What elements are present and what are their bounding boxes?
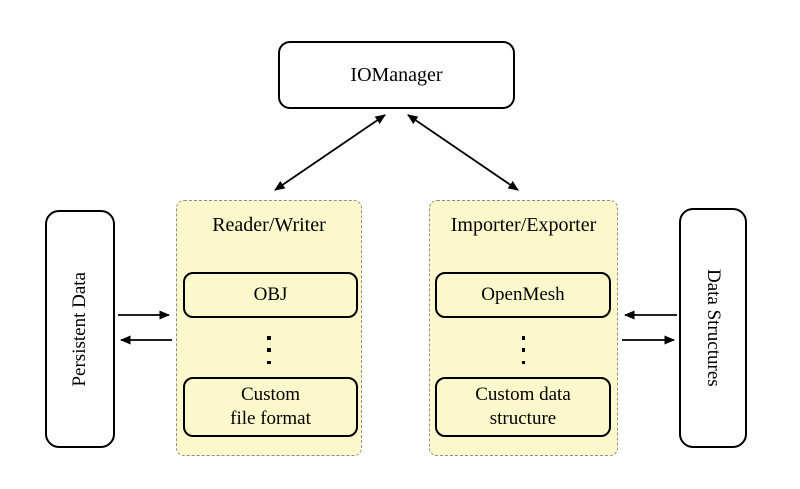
node-iomanager-label: IOManager [350, 63, 443, 86]
arrow-iomanager-readerwriter [274, 114, 386, 191]
node-openmesh-label: OpenMesh [481, 284, 565, 306]
node-openmesh: OpenMesh [435, 272, 611, 318]
group-reader-writer: Reader/Writer OBJ Custom file format [176, 200, 362, 456]
node-custom-file-format: Custom file format [183, 377, 358, 437]
node-custom-data-structure: Custom data structure [435, 377, 611, 437]
node-data-structures-label: Data Structures [703, 269, 724, 387]
node-obj-label: OBJ [253, 284, 288, 306]
arrow-iomanager-importerexporter [407, 114, 519, 191]
node-persistent-data-label: Persistent Data [69, 271, 90, 387]
node-persistent-data: Persistent Data [45, 210, 115, 448]
node-custom-file-format-label: Custom file format [230, 384, 311, 429]
node-obj: OBJ [183, 272, 358, 318]
group-reader-writer-title: Reader/Writer [212, 214, 326, 236]
group-importer-exporter-title: Importer/Exporter [450, 214, 597, 236]
vdots-icon [430, 336, 617, 364]
node-iomanager: IOManager [278, 41, 515, 109]
group-importer-exporter: Importer/Exporter OpenMesh Custom data s… [429, 200, 618, 456]
vdots-icon [177, 336, 361, 364]
node-custom-data-structure-label: Custom data structure [475, 384, 571, 429]
node-data-structures: Data Structures [679, 208, 747, 448]
